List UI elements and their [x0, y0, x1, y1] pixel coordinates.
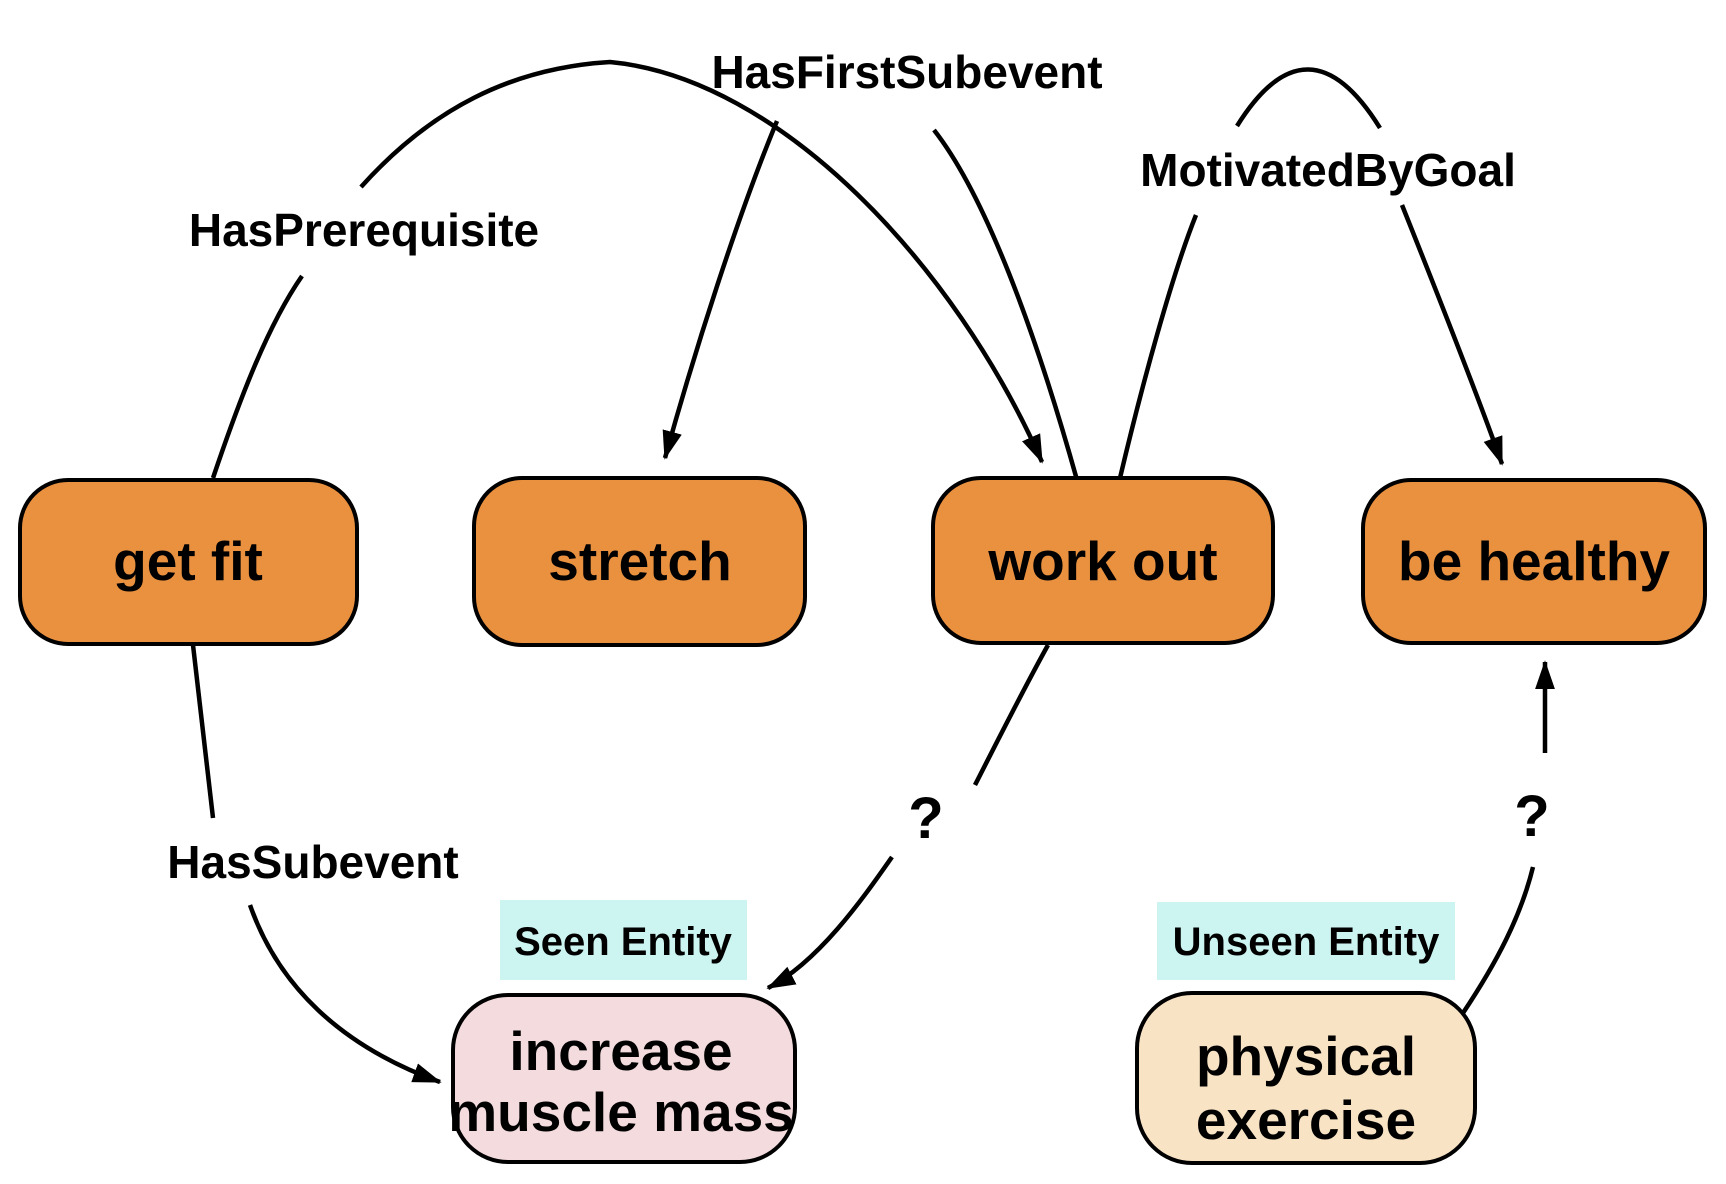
- edge-label-question-left: ?: [908, 786, 943, 851]
- edge-motivated-by-goal-head: [1399, 204, 1505, 466]
- edge-label-has-prerequisite: HasPrerequisite: [189, 204, 539, 256]
- edge-label-has-first-subevent: HasFirstSubevent: [711, 46, 1102, 98]
- edge-has-subevent-head: [247, 904, 442, 1085]
- node-layer: get fit stretch work out be healthy incr…: [18, 476, 1707, 1165]
- edge-unknown-right-tail: [1461, 866, 1536, 1015]
- edge-has-prerequisite-tail: [210, 274, 304, 479]
- node-increase-muscle-mass-line1: increase: [509, 1020, 732, 1082]
- node-increase-muscle-mass-line2: muscle mass: [448, 1081, 794, 1143]
- node-physical-exercise-line2: exercise: [1196, 1089, 1416, 1151]
- node-work-out: work out: [931, 476, 1275, 645]
- node-be-healthy-box: [1361, 478, 1707, 645]
- node-get-fit: get fit: [18, 478, 359, 646]
- badge-unseen-entity-label: Unseen Entity: [1173, 920, 1440, 964]
- node-stretch-box: [472, 476, 807, 647]
- edge-has-subevent-tail: [190, 644, 216, 819]
- badge-seen-entity-label: Seen Entity: [514, 920, 733, 964]
- edge-motivated-by-goal-hump: [1235, 67, 1382, 130]
- node-get-fit-label: get fit: [113, 530, 263, 592]
- badge-seen-entity-box: [500, 900, 747, 980]
- node-increase-muscle-mass: increase muscle mass: [448, 993, 797, 1164]
- edge-label-has-subevent: HasSubevent: [167, 836, 458, 888]
- edge-label-question-right: ?: [1514, 784, 1549, 849]
- node-get-fit-box: [18, 478, 359, 646]
- node-stretch-label: stretch: [548, 530, 731, 592]
- edge-label-layer: HasPrerequisite HasFirstSubevent Motivat…: [167, 46, 1549, 888]
- node-stretch: stretch: [472, 476, 807, 647]
- node-be-healthy-label: be healthy: [1398, 530, 1670, 592]
- badge-unseen-entity: Unseen Entity: [1157, 902, 1455, 980]
- badge-unseen-entity-box: [1157, 902, 1455, 980]
- edge-layer: [190, 59, 1555, 1085]
- edge-has-first-subevent-tail: [932, 128, 1080, 481]
- node-physical-exercise-line1: physical: [1196, 1025, 1416, 1087]
- node-be-healthy: be healthy: [1361, 478, 1707, 645]
- node-work-out-label: work out: [987, 530, 1217, 592]
- node-work-out-box: [931, 476, 1275, 645]
- edge-unknown-left-head: [766, 855, 894, 990]
- edge-unknown-left-tail: [972, 643, 1050, 787]
- node-physical-exercise: physical exercise: [1135, 991, 1477, 1165]
- edge-label-motivated-by-goal: MotivatedByGoal: [1140, 144, 1516, 196]
- edge-has-prerequisite-head: [359, 59, 1045, 464]
- edge-motivated-by-goal-tail: [1117, 214, 1199, 479]
- node-increase-muscle-mass-box: [451, 993, 797, 1164]
- node-physical-exercise-box: [1135, 991, 1477, 1165]
- edge-has-first-subevent-head: [662, 120, 780, 460]
- badge-seen-entity: Seen Entity: [500, 900, 747, 980]
